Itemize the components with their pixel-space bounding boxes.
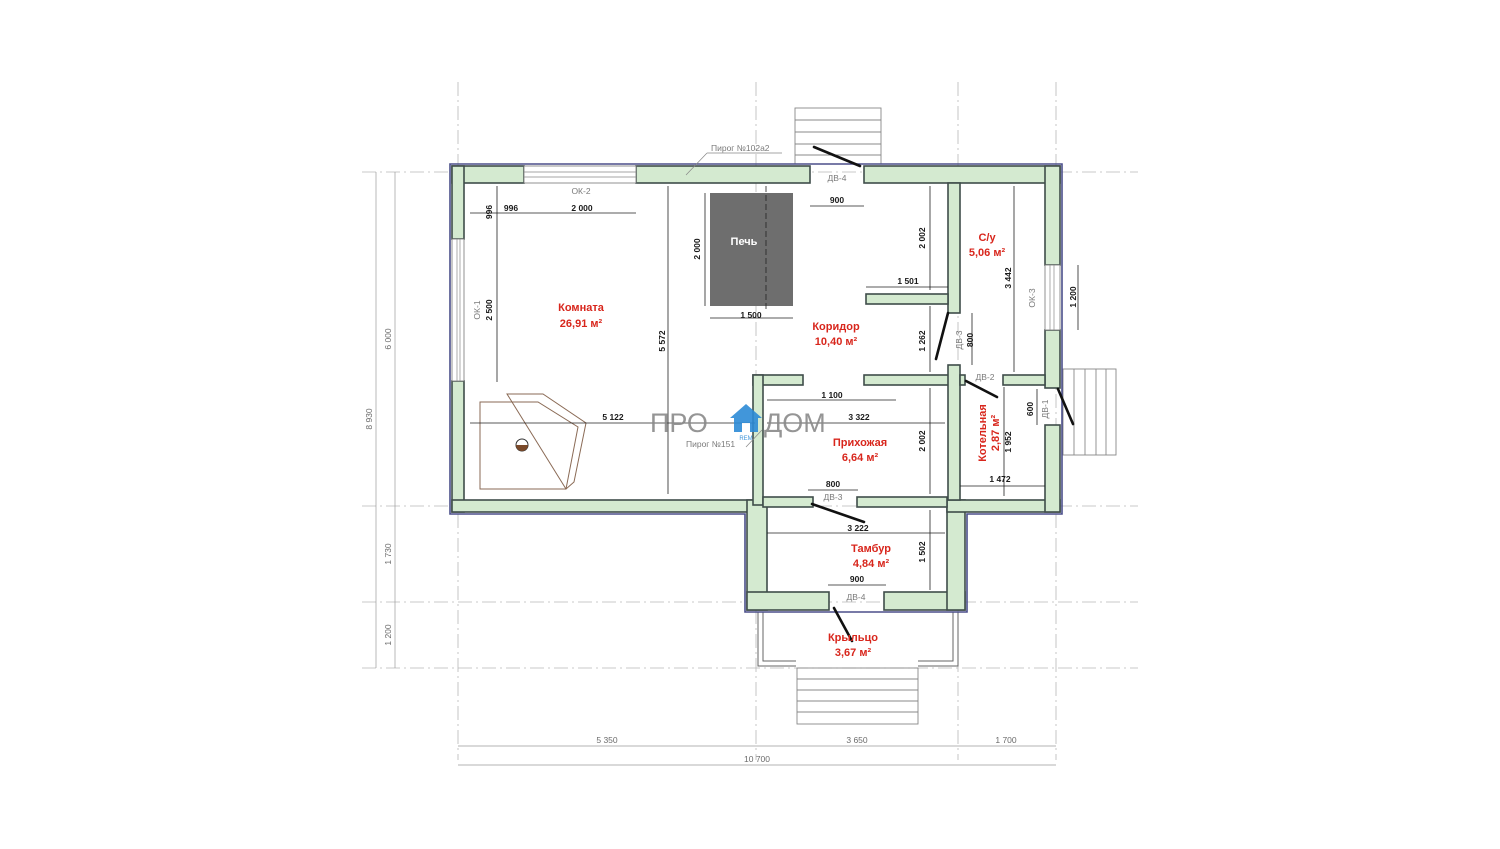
overall-5350: 5 350 <box>596 735 618 745</box>
dim-3442: 3 442 <box>1003 267 1013 289</box>
house-icon <box>730 404 762 432</box>
window-ok1 <box>451 238 465 382</box>
dim-1502: 1 502 <box>917 541 927 563</box>
room-kryltso-name: Крыльцо <box>828 632 878 644</box>
overall-6000: 6 000 <box>383 328 393 350</box>
tag-dv3-bottom: ДВ-3 <box>824 492 843 502</box>
dim-1500: 1 500 <box>740 310 762 320</box>
room-bathroom-name: С/у <box>978 232 996 244</box>
internal-dimension-lines <box>470 186 1079 590</box>
stove-label: Печь <box>731 236 758 248</box>
dim-600: 600 <box>1025 402 1035 416</box>
window-ok3 <box>1044 264 1061 331</box>
dim-1100: 1 100 <box>821 390 843 400</box>
overall-1730: 1 730 <box>383 543 393 565</box>
interior-walls <box>752 182 1046 508</box>
tag-dv3-side: ДВ-3 <box>954 330 964 349</box>
tag-dv4-top: ДВ-4 <box>828 173 847 183</box>
dim-900-top: 900 <box>830 195 844 205</box>
pirog-outer: Пирог №102а2 <box>711 143 770 153</box>
room-komnata-name: Комната <box>558 302 605 314</box>
room-komnata-area: 26,91 м² <box>560 318 603 330</box>
dim-1472: 1 472 <box>989 474 1011 484</box>
tag-ok3: ОК-3 <box>1027 288 1037 307</box>
tag-dv4-bottom: ДВ-4 <box>847 592 866 602</box>
corner-bench <box>479 393 587 490</box>
room-koridor-area: 10,40 м² <box>815 336 858 348</box>
room-koridor-name: Коридор <box>812 321 860 333</box>
dim-5572: 5 572 <box>657 330 667 352</box>
porch-railing <box>757 612 959 667</box>
dim-1952: 1 952 <box>1003 431 1013 453</box>
doors <box>810 145 1075 643</box>
pirog-inner: Пирог №151 <box>686 439 735 449</box>
dim-996-vertical: 996 <box>484 205 494 219</box>
dim-2000-stove: 2 000 <box>692 238 702 260</box>
room-prihozhaya-name: Прихожая <box>833 437 887 449</box>
room-bathroom-area: 5,06 м² <box>969 247 1006 259</box>
room-kotelnaya-area: 2,87 м² <box>990 415 1002 452</box>
dim-800-side: 800 <box>965 333 975 347</box>
dim-3322: 3 322 <box>848 412 870 422</box>
stairs-right <box>1062 368 1117 456</box>
dim-2002-corridor: 2 002 <box>917 227 927 249</box>
logo-text-left: ПРО <box>650 408 708 438</box>
room-prihozhaya-area: 6,64 м² <box>842 452 879 464</box>
overall-1700: 1 700 <box>995 735 1017 745</box>
exterior-walls <box>451 165 1061 611</box>
dim-900-bottom: 900 <box>850 574 864 584</box>
dim-2002-hall: 2 002 <box>917 430 927 452</box>
dim-1501: 1 501 <box>897 276 919 286</box>
dim-1262: 1 262 <box>917 330 927 352</box>
tag-ok2: ОК-2 <box>571 186 590 196</box>
tag-dv1: ДВ-1 <box>1040 399 1050 418</box>
pirog-outer-leader <box>685 152 708 176</box>
outer-contour <box>449 163 1063 613</box>
tag-ok1: ОК-1 <box>472 300 482 319</box>
room-tambur-area: 4,84 м² <box>853 558 890 570</box>
room-kryltso-area: 3,67 м² <box>835 647 872 659</box>
dim-1200-window: 1 200 <box>1068 286 1078 308</box>
dim-5122: 5 122 <box>602 412 624 422</box>
overall-1200: 1 200 <box>383 624 393 646</box>
stairs-bottom <box>796 667 919 725</box>
dim-2000-horizontal: 2 000 <box>571 203 593 213</box>
overall-3650: 3 650 <box>846 735 868 745</box>
room-tambur-name: Тамбур <box>851 543 891 555</box>
dim-3222: 3 222 <box>847 523 869 533</box>
overall-10700: 10 700 <box>744 754 770 764</box>
logo-text-right: ДОМ <box>764 408 826 438</box>
overall-8930: 8 930 <box>364 408 374 430</box>
prodom-logo: ПРО REM ДОМ <box>650 404 826 442</box>
dim-800-bottom: 800 <box>826 479 840 489</box>
stove <box>710 193 793 306</box>
dim-996-horizontal: 996 <box>504 203 518 213</box>
tag-dv2: ДВ-2 <box>976 372 995 382</box>
room-kotelnaya-name: Котельная <box>977 404 989 462</box>
pirog-inner-leader <box>745 429 763 448</box>
overall-dimension-lines <box>375 172 1056 766</box>
dim-2500: 2 500 <box>484 299 494 321</box>
logo-small-text: REM <box>739 436 752 442</box>
window-ok2 <box>523 165 637 184</box>
